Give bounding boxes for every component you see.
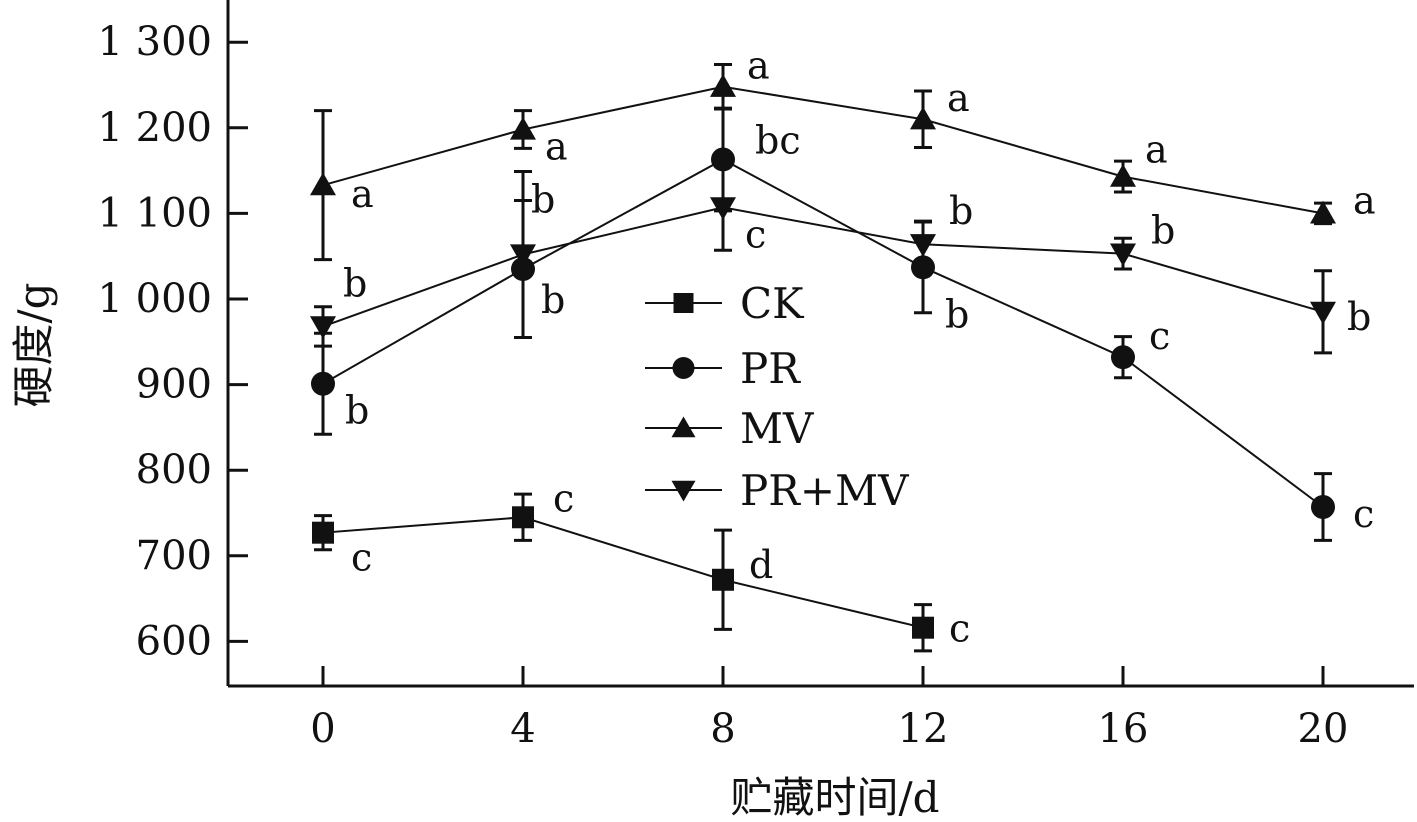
data-point-triangle-down: [671, 480, 696, 502]
data-point-triangle-down: [310, 316, 336, 340]
significance-label: c: [553, 476, 574, 520]
significance-label: b: [541, 278, 565, 322]
legend-label: PR: [740, 344, 801, 393]
x-tick-label: 20: [1298, 706, 1349, 752]
data-point-triangle-down: [1310, 301, 1336, 325]
significance-label: d: [749, 543, 773, 587]
legend-label: CK: [740, 279, 805, 328]
significance-label: a: [947, 76, 970, 120]
data-point-circle: [1311, 495, 1335, 520]
data-point-triangle-up: [910, 106, 936, 130]
data-point-triangle-up: [710, 74, 736, 97]
x-tick-label: 16: [1098, 706, 1149, 752]
significance-label: b: [949, 189, 973, 233]
series-pr-plus-mv: b b c b b b: [310, 163, 1371, 355]
significance-label: b: [1347, 295, 1371, 339]
y-tick-label: 600: [136, 618, 212, 664]
y-axis-ticks: 600 700 800 900 1 000 1 100 1 200 1 300: [97, 19, 248, 664]
significance-label: a: [545, 125, 568, 169]
data-point-triangle-up: [671, 416, 696, 438]
y-tick-label: 1 300: [97, 19, 212, 65]
x-tick-label: 12: [898, 706, 949, 752]
data-point-triangle-down: [510, 244, 536, 268]
significance-label: b: [531, 177, 555, 221]
series-line: [322, 85, 1324, 215]
y-tick-label: 1 100: [97, 190, 212, 236]
y-tick-label: 1 000: [97, 276, 212, 322]
y-tick-label: 800: [136, 447, 212, 493]
y-axis-title: 硬度/g: [9, 282, 58, 407]
series-line: [322, 206, 1324, 328]
y-tick-label: 900: [136, 362, 212, 408]
significance-label: c: [949, 607, 970, 651]
data-point-square: [312, 521, 334, 544]
series-ck: c c d c: [312, 476, 970, 653]
significance-label: b: [945, 292, 969, 336]
data-point-circle: [311, 371, 335, 396]
data-point-triangle-down: [910, 234, 936, 257]
x-tick-label: 4: [510, 706, 535, 752]
data-point-square: [712, 568, 734, 591]
significance-label: b: [343, 261, 367, 305]
x-tick-label: 8: [710, 706, 735, 752]
significance-label: c: [745, 212, 766, 256]
legend: CK PR MV PR+MV: [645, 279, 909, 515]
data-point-circle: [672, 357, 695, 379]
data-point-square: [912, 616, 934, 639]
significance-label: c: [351, 536, 372, 580]
significance-label: a: [351, 172, 374, 216]
x-tick-label: 0: [310, 706, 335, 752]
x-axis-title: 贮藏时间/d: [730, 773, 939, 822]
significance-label: b: [1151, 209, 1175, 253]
significance-label: c: [1149, 314, 1170, 358]
significance-label: a: [1353, 178, 1376, 222]
data-point-triangle-up: [310, 172, 336, 196]
y-tick-label: 1 200: [97, 105, 212, 151]
data-point-triangle-down: [1110, 243, 1136, 267]
significance-label: b: [345, 389, 369, 433]
significance-label: bc: [755, 118, 801, 162]
legend-label: PR+MV: [740, 466, 909, 515]
data-point-square: [512, 506, 534, 529]
significance-label: c: [1353, 492, 1374, 536]
data-point-triangle-up: [510, 116, 536, 140]
data-point-circle: [1111, 345, 1135, 370]
series-line: [322, 158, 1324, 508]
y-tick-label: 700: [136, 533, 212, 579]
data-point-triangle-down: [710, 197, 736, 221]
series-line: [322, 516, 924, 629]
data-point-triangle-up: [1310, 200, 1336, 224]
significance-label: a: [747, 44, 770, 88]
data-point-triangle-up: [1110, 163, 1136, 187]
series-mv: a a a a a a: [310, 44, 1376, 262]
significance-label: a: [1145, 128, 1168, 172]
data-point-square: [673, 293, 694, 313]
legend-label: MV: [740, 404, 814, 453]
x-axis-ticks: 0 4 8 12 16 20: [310, 666, 1348, 752]
